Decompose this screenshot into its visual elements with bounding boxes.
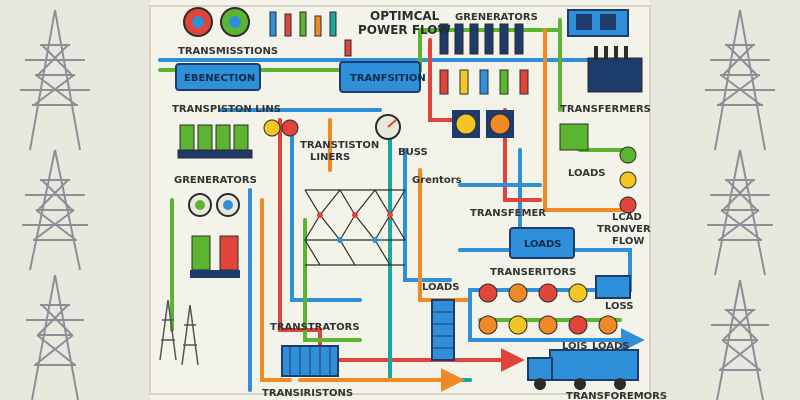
label-transpiston-lins: TRANSPISTON LINS bbox=[172, 104, 281, 115]
label-transferners: TRANSFERMERS bbox=[560, 104, 651, 115]
label-tronver: TRONVER bbox=[597, 224, 651, 235]
transformer-box bbox=[587, 57, 643, 93]
label-loss: LOSS bbox=[605, 301, 633, 312]
generator-cell bbox=[191, 235, 211, 271]
label-generators-top: GRENERATORS bbox=[455, 12, 538, 23]
pylon-icon bbox=[22, 149, 88, 271]
wire-orange bbox=[543, 28, 622, 212]
gauge-icon bbox=[489, 113, 511, 135]
small-box-right bbox=[595, 275, 631, 299]
gauge-center bbox=[229, 16, 241, 28]
top-components bbox=[269, 11, 529, 95]
title-line2: POWER FLOW bbox=[358, 23, 451, 37]
gauge-center bbox=[192, 16, 204, 28]
panel-border bbox=[149, 5, 651, 395]
label-buss: BUSS bbox=[398, 147, 428, 158]
label-lois: LOIS bbox=[562, 341, 587, 352]
right-pylons bbox=[705, 9, 775, 400]
gauge-icon bbox=[455, 113, 477, 135]
tranfsition-box bbox=[339, 61, 421, 93]
top-right-devices bbox=[567, 9, 643, 93]
label-ebenection: EBENECTION bbox=[184, 73, 255, 84]
label-transfemer: TRANSFEMER bbox=[470, 208, 546, 219]
wire-green bbox=[303, 218, 362, 342]
label-generators-left: GRENERATORS bbox=[174, 175, 257, 186]
gauge-icon bbox=[281, 119, 299, 137]
mid-gauges bbox=[452, 110, 637, 214]
pylon-icon bbox=[26, 274, 84, 400]
label-transforemors: TRANSFOREMORS bbox=[566, 391, 667, 400]
pylon-icon bbox=[707, 149, 773, 276]
label-lcad: LCAD bbox=[612, 212, 642, 223]
title-line1: OPTIMCAL bbox=[370, 9, 440, 23]
label-loads-box: LOADS bbox=[524, 239, 562, 250]
loads-box bbox=[509, 227, 575, 259]
label-flow: FLOW bbox=[612, 236, 644, 247]
generator-cell bbox=[219, 235, 239, 271]
label-transtrators: TRANSTRATORS bbox=[270, 322, 360, 333]
pylon-icon bbox=[705, 9, 775, 151]
transformer-bottom bbox=[281, 345, 339, 377]
lattice-nodes bbox=[317, 212, 393, 243]
label-loads-mid: LOADS bbox=[422, 282, 460, 293]
server-rack bbox=[431, 299, 455, 361]
truck-icon bbox=[527, 349, 639, 390]
label-tranfsition: TRANFSITION bbox=[350, 73, 426, 84]
pylon-icon bbox=[711, 279, 769, 400]
wire-blue bbox=[290, 128, 362, 302]
label-transeritors: TRANSERITORS bbox=[490, 267, 576, 278]
wire-blue bbox=[403, 148, 452, 282]
left-pylons bbox=[20, 9, 90, 400]
label-transtiston: TRANSTISTON bbox=[300, 140, 379, 151]
ebenection-box bbox=[175, 63, 261, 91]
label-transinistons: TRANSIRISTONS bbox=[262, 388, 353, 399]
wire-red bbox=[278, 118, 525, 372]
meter-box bbox=[559, 123, 589, 151]
pylon-icon bbox=[20, 9, 90, 151]
left-generators bbox=[188, 193, 240, 278]
label-loads-right: LOADS bbox=[568, 168, 606, 179]
label-grentors: Grentors bbox=[412, 175, 462, 186]
wire-red bbox=[503, 108, 542, 202]
wire-orange bbox=[260, 198, 292, 382]
generator-cells bbox=[177, 124, 253, 159]
small-gauges bbox=[263, 114, 401, 140]
label-liners: LINERS bbox=[310, 152, 350, 163]
top-gauges bbox=[183, 7, 250, 37]
small-pylons-left bbox=[159, 299, 199, 366]
gauge-icon bbox=[263, 119, 281, 137]
loads-circles bbox=[478, 283, 618, 335]
label-transmissions: TRANSMISSTIONS bbox=[178, 46, 278, 57]
label-loads-bottom: LOADS bbox=[592, 341, 630, 352]
